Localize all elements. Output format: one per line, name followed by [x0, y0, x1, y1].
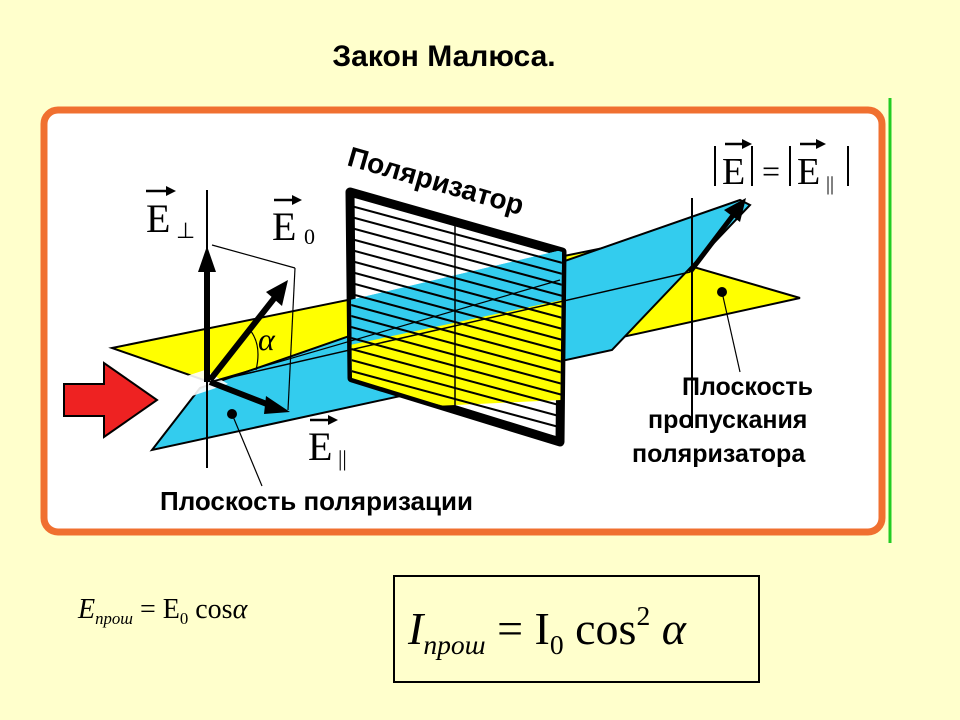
amplitude-formula: Eпрош = E0 cosα	[78, 594, 248, 628]
e-perp-label: E	[146, 196, 170, 241]
svg-text:=: =	[762, 153, 780, 189]
e-parallel-label: E	[308, 424, 332, 469]
int-eq: =	[497, 603, 524, 654]
int-lhs-sub: прош	[423, 628, 486, 660]
construction-line-top	[211, 244, 296, 269]
angle-arc	[249, 329, 259, 371]
transmitted-arrowhead	[724, 198, 746, 222]
pointer-polarization-plane	[231, 413, 263, 487]
e-parallel-vector	[208, 379, 274, 409]
magnitude-equality: E = E ||	[714, 139, 849, 195]
amp-lhs: E	[78, 594, 96, 625]
svg-text:E: E	[797, 151, 820, 193]
e-perp-arrowhead	[198, 246, 216, 272]
amp-lhs-sub: прош	[95, 608, 133, 628]
incident-light-arrow	[63, 361, 159, 439]
e0-vector	[207, 294, 279, 382]
polarizer-slits	[350, 202, 562, 442]
transmission-plane-label-1: Плоскость	[682, 373, 813, 401]
transmission-plane-label-3: поляризатора	[632, 440, 806, 468]
e-perp-subscript: ⊥	[176, 218, 195, 243]
beam-axis-perp	[209, 279, 561, 383]
e-parallel-arrowhead	[264, 396, 290, 414]
amp-eq: =	[139, 594, 156, 625]
polarization-plane-label: Плоскость поляризации	[160, 486, 473, 516]
pointer-dot-right	[717, 287, 727, 297]
int-rhs-sub: 0	[549, 628, 564, 660]
intensity-formula: Iпрош = I0 cos2 α	[408, 599, 686, 660]
e-parallel-vec-head	[328, 415, 338, 425]
transmission-plane-label-2: пропускания	[648, 406, 807, 434]
amp-arg: α	[232, 594, 248, 625]
slide-title: Закон Малюса.	[332, 40, 556, 73]
amp-rhs: E	[162, 594, 180, 625]
e-perp-vec-head	[166, 186, 176, 196]
pointer-transmission-plane	[721, 291, 741, 373]
int-func: cos	[575, 603, 637, 654]
e0-vec-head	[292, 195, 302, 205]
int-lhs: I	[408, 603, 424, 654]
transmitted-vector	[688, 212, 736, 274]
e0-label: E	[272, 204, 296, 249]
e-parallel-subscript: ||	[338, 446, 347, 471]
intensity-formula-box	[393, 575, 760, 683]
int-power: 2	[636, 599, 651, 631]
e0-arrowhead	[266, 280, 288, 306]
construction-line-right	[287, 267, 296, 411]
int-arg: α	[661, 603, 686, 654]
amp-func: cos	[195, 594, 233, 625]
e0-subscript: 0	[304, 224, 315, 249]
alpha-label: α	[258, 321, 276, 357]
int-rhs: I	[534, 603, 550, 654]
svg-text:||: ||	[826, 173, 834, 195]
pointer-dot-left	[227, 409, 237, 419]
svg-text:E: E	[722, 151, 745, 193]
amp-rhs-sub: 0	[179, 608, 189, 628]
